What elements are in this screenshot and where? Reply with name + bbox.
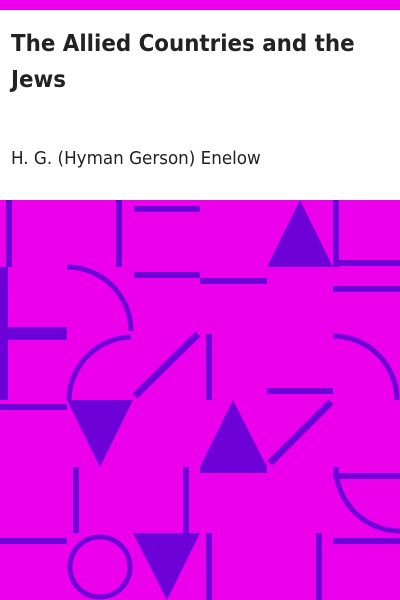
pattern-arc bbox=[333, 466, 400, 534]
pattern-hbar bbox=[333, 538, 400, 544]
pattern-hbar bbox=[200, 467, 267, 473]
pattern-vbar bbox=[333, 200, 339, 267]
pattern-circle bbox=[67, 534, 133, 600]
pattern-thick-hbar bbox=[0, 327, 67, 340]
pattern-triangle-up bbox=[267, 200, 333, 267]
pattern-hbar bbox=[333, 260, 400, 266]
pattern-hbar bbox=[267, 388, 333, 394]
cover-pattern bbox=[0, 200, 400, 600]
pattern-arcs bbox=[66, 264, 400, 600]
pattern-arc bbox=[332, 333, 400, 401]
pattern-arc bbox=[66, 264, 134, 332]
pattern-triangle-up bbox=[200, 400, 267, 467]
pattern-vbar bbox=[116, 200, 122, 267]
pattern-hbar bbox=[200, 278, 267, 284]
pattern-vbar bbox=[206, 533, 212, 600]
pattern-hbar bbox=[333, 286, 400, 292]
pattern-vbar bbox=[6, 200, 12, 267]
pattern-hbar bbox=[333, 473, 400, 479]
pattern-vbar bbox=[183, 467, 189, 533]
pattern-vbar bbox=[316, 533, 322, 600]
pattern-arc bbox=[66, 334, 132, 401]
pattern-diagonal bbox=[132, 331, 201, 399]
pattern-shapes bbox=[0, 200, 400, 600]
cover-top-bar bbox=[0, 0, 400, 10]
pattern-hbar bbox=[134, 272, 200, 278]
pattern-triangle-down bbox=[67, 400, 133, 467]
pattern-triangle-down bbox=[133, 533, 200, 600]
book-author: H. G. (Hyman Gerson) Enelow bbox=[11, 148, 261, 169]
pattern-vbar bbox=[206, 334, 212, 400]
book-title: The Allied Countries and the Jews bbox=[11, 31, 355, 93]
pattern-hbar bbox=[0, 538, 67, 544]
pattern-vbar bbox=[73, 467, 79, 533]
pattern-diagonal bbox=[267, 399, 334, 466]
pattern-hbar bbox=[134, 206, 200, 212]
pattern-hbar bbox=[0, 404, 67, 410]
cover-pattern-graphic bbox=[0, 200, 400, 600]
